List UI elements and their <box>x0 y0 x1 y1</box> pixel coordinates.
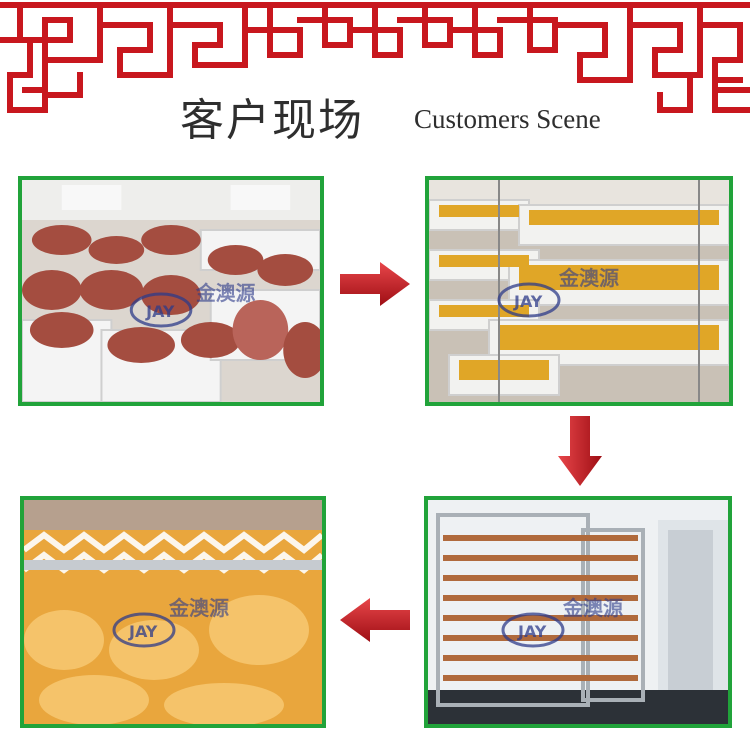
photo-drying-rack-trolley: JAY 金澳源 <box>424 496 732 728</box>
watermark-logo-text: JAY <box>145 302 175 321</box>
arrow-right-icon <box>340 262 410 306</box>
watermark-text: 金澳源 <box>558 266 619 290</box>
watermark-text: 金澳源 <box>562 596 623 620</box>
photo-fresh-sweet-potatoes: JAY 金澳源 <box>18 176 324 406</box>
watermark-logo-text: JAY <box>128 622 158 641</box>
photo-dried-sweet-potato-slices: JAY 金澳源 <box>20 496 326 728</box>
arrow-down-icon <box>558 416 602 486</box>
watermark-text: 金澳源 <box>168 596 229 620</box>
watermark-logo: JAY 金澳源 <box>129 281 256 328</box>
watermark-logo: JAY 金澳源 <box>501 596 623 648</box>
watermark-logo: JAY 金澳源 <box>112 596 229 648</box>
watermark-logo: JAY 金澳源 <box>497 266 619 318</box>
arrow-left-icon <box>340 598 410 642</box>
page-title: 客户现场 <box>180 95 364 146</box>
page-subtitle: Customers Scene <box>414 104 601 134</box>
fretwork-border <box>0 2 750 113</box>
watermark-logo-text: JAY <box>517 622 547 641</box>
watermark-logo-text: JAY <box>513 292 543 311</box>
watermark-text: 金澳源 <box>195 281 256 305</box>
photo-sweet-potato-slices-on-trays: JAY 金澳源 <box>425 176 733 406</box>
